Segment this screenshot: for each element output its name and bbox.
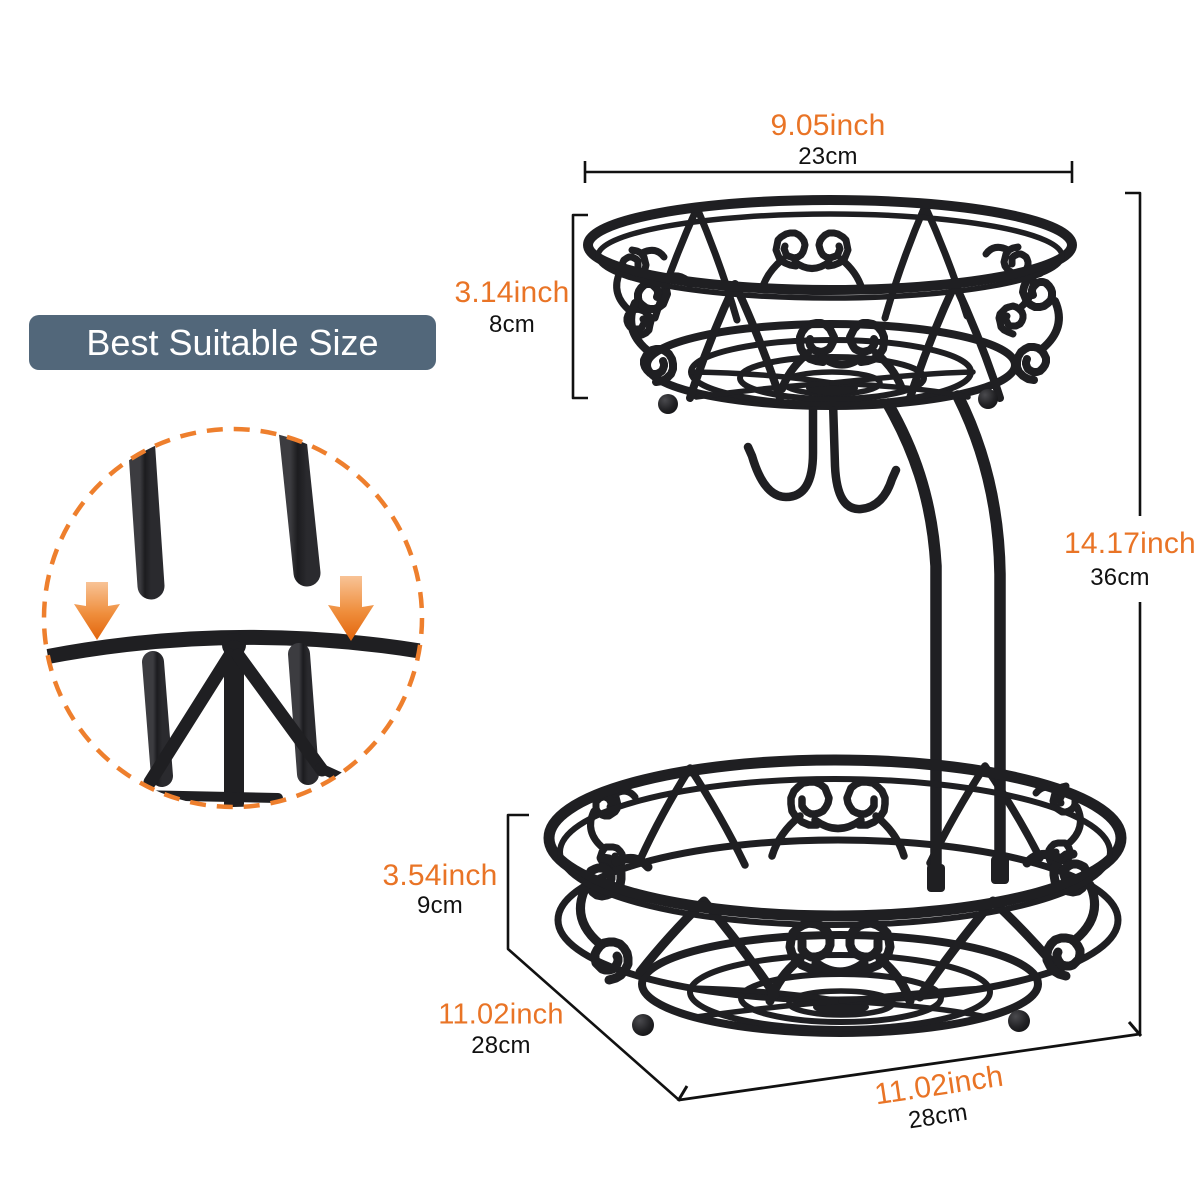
wire-scroll (768, 812, 804, 860)
tube-connector (927, 864, 945, 892)
wire-scroll (872, 349, 906, 393)
wire-scroll (811, 958, 869, 977)
dim-bottom-depth-inch: 11.02inch (438, 998, 564, 1031)
wire-scroll (982, 243, 1012, 258)
basket-wire (315, 763, 397, 806)
wire-scroll (811, 816, 865, 833)
wire-spoke (693, 380, 835, 400)
wire-scroll (590, 937, 633, 985)
wire-spoke (693, 998, 844, 1020)
wire-scroll (1013, 343, 1050, 384)
wire-spoke (688, 369, 835, 386)
tube-connector (991, 856, 1009, 884)
wire-scroll (872, 812, 908, 860)
ball-foot (658, 394, 678, 414)
top-basket-illustration (583, 195, 1077, 414)
basket-wire (130, 790, 283, 803)
dim-top-height-inch: 3.14inch (454, 276, 570, 309)
wire-scroll (791, 258, 833, 272)
wire-scroll (845, 918, 895, 974)
wire-scroll (818, 353, 866, 369)
assembly-inset (41, 426, 425, 810)
wire-scroll (785, 918, 835, 974)
rim-inner (595, 211, 1065, 301)
wire-scroll (772, 229, 809, 270)
dim-line-top-height (571, 213, 588, 400)
wire-scroll (1064, 803, 1084, 848)
dim-total-height-inch: 14.17inch (1059, 529, 1200, 559)
dim-bottom-height-inch: 3.54inch (382, 859, 498, 892)
wire-scroll (765, 954, 805, 1006)
dim-bottom-depth-cm: 28cm (471, 1032, 531, 1059)
rim-inner (557, 776, 1113, 928)
inset-dashed-border (41, 426, 425, 810)
wire-scroll (640, 345, 677, 386)
wire-scroll (611, 853, 653, 872)
insert-post-left (126, 429, 165, 600)
dim-top-height-cm: 8cm (489, 311, 535, 338)
brace-right (231, 648, 329, 777)
wire-scroll (995, 302, 1027, 338)
wire-scroll (796, 319, 838, 366)
wire-spoke (829, 369, 976, 386)
dim-top-width-cm: 23cm (798, 143, 858, 170)
wire-scroll (778, 349, 812, 393)
inset-content (44, 429, 422, 807)
best-suitable-size-badge: Best Suitable Size (29, 315, 436, 370)
wire-scroll (1038, 297, 1063, 353)
base-ring (737, 354, 927, 402)
ball-foot (978, 389, 998, 409)
wire-scroll (627, 299, 652, 355)
wire-spoke (838, 998, 989, 1020)
down-arrow (328, 576, 374, 641)
dim-bottom-height-cm: 9cm (417, 892, 463, 919)
wire-scroll (815, 229, 852, 270)
wire-scroll (843, 778, 889, 829)
banana-hook-right (828, 397, 901, 514)
insert-post-right (276, 429, 321, 587)
dim-line-total-height (1125, 191, 1142, 1034)
wire-scroll (875, 954, 915, 1006)
rim (543, 754, 1127, 922)
dim-line-bottom-depth-height (506, 813, 680, 1101)
wire-scroll (1070, 880, 1100, 945)
base-ring (638, 931, 1042, 1037)
wire-scroll (638, 246, 668, 261)
wire-scroll (1022, 849, 1064, 868)
stand-arm (882, 390, 1009, 892)
rim (583, 195, 1077, 295)
ball-foot (1008, 1010, 1030, 1032)
wire-scroll (846, 319, 888, 366)
down-arrow (74, 582, 120, 640)
brace-left (143, 648, 237, 789)
banana-hook (743, 397, 901, 514)
ball-foot (632, 1014, 654, 1036)
bottom-basket-front (543, 754, 1127, 1036)
wire-scroll (787, 778, 833, 829)
dim-total-height-cm: 36cm (1085, 566, 1155, 590)
wire-zigzag (635, 896, 780, 1000)
dim-top-width-inch: 9.05inch (770, 109, 886, 142)
wire-scroll (1042, 933, 1085, 981)
banana-hook-left (743, 397, 818, 502)
wire-scroll (1019, 269, 1056, 311)
dim-line-bottom-width (678, 1032, 1141, 1102)
wire-scroll (575, 884, 605, 949)
dim-line-top-width (583, 161, 1074, 183)
wire-scroll (634, 271, 671, 313)
dimension-lines (506, 161, 1143, 1102)
stand-tube-front (882, 398, 942, 890)
base-ring (687, 952, 993, 1032)
stand-tube-rear (952, 390, 1006, 877)
badge-label: Best Suitable Size (86, 321, 379, 363)
dim-tick (676, 1085, 689, 1102)
wire-scroll (837, 255, 866, 293)
